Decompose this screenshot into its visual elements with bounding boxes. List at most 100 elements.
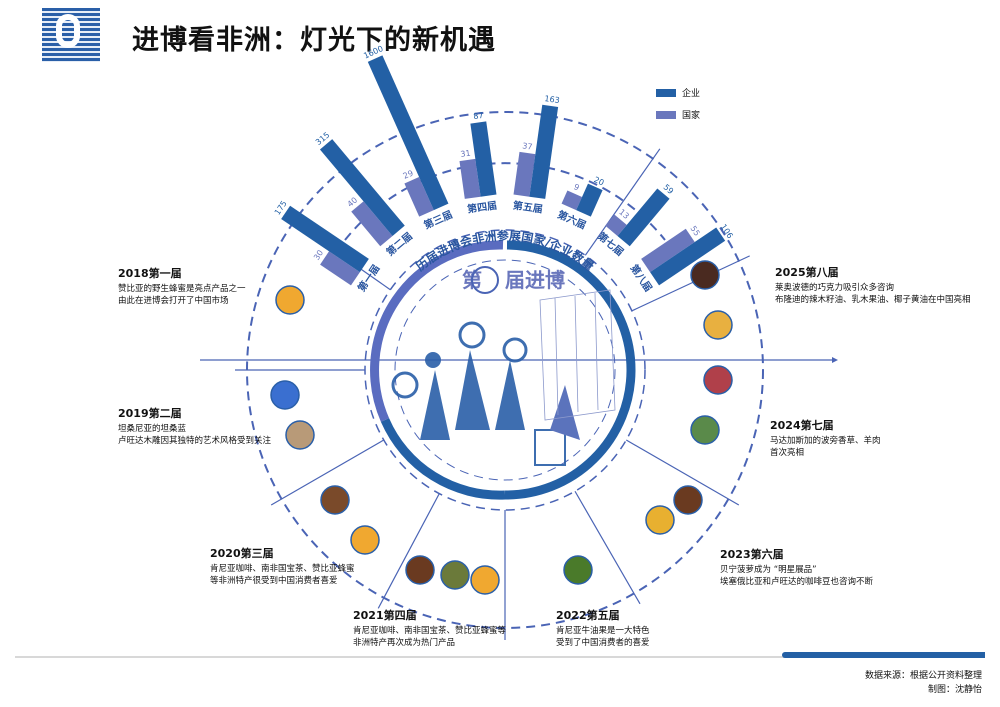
bar-company — [319, 139, 405, 236]
bar-country — [404, 176, 434, 217]
milestone-annotation: 2024第七届马达加斯加的波旁香草、羊肉首次亮相 — [770, 420, 881, 459]
tea-icon — [440, 560, 470, 590]
avocado-icon — [563, 555, 593, 585]
bar-label-country: 55 — [688, 224, 701, 237]
honey-icon — [275, 285, 305, 315]
sector-divider — [574, 490, 641, 605]
chocolate-icon — [690, 260, 720, 290]
bar-country — [605, 214, 627, 236]
honey-icon — [470, 565, 500, 595]
bar-company — [617, 188, 670, 247]
african-figures-illustration — [391, 321, 580, 466]
sector-divider — [631, 255, 750, 312]
data-source: 数据来源：根据公开资料整理 — [864, 671, 982, 681]
legend-company-label: 企业 — [682, 89, 701, 99]
milestone-heading: 2024第七届 — [770, 419, 834, 432]
bar-company — [529, 104, 559, 199]
category-label: 第四届 — [466, 199, 498, 216]
sector-divider — [270, 439, 385, 506]
center-label-right: 届进博 — [505, 268, 565, 292]
bar-country — [641, 228, 695, 273]
milestone-text: 首次亮相 — [770, 448, 805, 458]
pineapple-icon — [645, 505, 675, 535]
sector-divider — [625, 439, 740, 506]
bar-label-company: 20 — [592, 175, 605, 187]
milestone-text: 受到了中国消费者的喜爱 — [556, 638, 650, 648]
milestone-text: 卢旺达木雕因其独特的艺术风格受到关注 — [118, 436, 272, 446]
milestone-text: 马达加斯加的波旁香草、羊肉 — [770, 436, 881, 446]
bar-country — [459, 158, 481, 199]
milestone-text: 莱奥波德的巧克力吸引众多咨询 — [775, 283, 895, 293]
bar-label-country: 29 — [402, 168, 415, 180]
milestone-heading: 2021第四届 — [353, 609, 417, 622]
honey-icon — [350, 525, 380, 555]
building-sketch — [539, 289, 616, 421]
bar-country — [320, 251, 360, 286]
milestone-text: 埃塞俄比亚和卢旺达的咖啡豆也咨询不断 — [720, 577, 874, 587]
legend-country: 国家 — [656, 108, 700, 121]
milestone-heading: 2025第八届 — [775, 266, 839, 279]
sector-divider — [377, 493, 440, 609]
milestone-annotation: 2021第四届肯尼亚咖啡、南非国宝茶、赞比亚蜂蜜等非洲特产再次成为热门产品 — [353, 610, 506, 649]
milestone-text: 肯尼亚牛油果是一大特色 — [556, 626, 650, 636]
bar-company — [650, 227, 726, 286]
inner-arc-left — [370, 240, 504, 422]
milestone-heading: 2018第一届 — [118, 267, 182, 280]
bar-label-country: 31 — [460, 149, 471, 159]
page-title: 进博看非洲：灯光下的新机遇 — [132, 25, 496, 56]
milestone-heading: 2019第二届 — [118, 407, 182, 420]
bar-country — [513, 151, 536, 197]
bar-country — [351, 201, 393, 247]
bar-group: 37 163 第五届 — [512, 94, 560, 216]
bar-label-company: 163 — [544, 94, 560, 105]
legend: 企业 国家 — [656, 86, 700, 130]
milestone-text: 坦桑尼亚的坦桑蓝 — [118, 424, 187, 434]
sector-divider — [584, 148, 661, 256]
category-label: 第五届 — [512, 199, 544, 216]
wood-carving-icon — [285, 420, 315, 450]
bar-company — [576, 183, 603, 217]
bar-label-country: 37 — [522, 141, 533, 151]
milestone-text: 肯尼亚咖啡、南非国宝茶、赞比亚蜂蜜等 — [353, 626, 507, 636]
coffee-icon — [405, 555, 435, 585]
bar-label-country: 9 — [572, 182, 580, 192]
milestone-heading: 2022第五届 — [556, 609, 620, 622]
bar-company — [470, 121, 497, 197]
legend-company: 企业 — [656, 86, 700, 99]
inner-arc-bottom — [380, 418, 506, 500]
milestone-annotation: 2023第六届贝宁菠萝成为 “明星展品” 埃塞俄比亚和卢旺达的咖啡豆也咨询不断 — [720, 549, 873, 588]
milestone-annotation: 2020第三届肯尼亚咖啡、南非国宝茶、赞比亚蜂蜜等非洲特产很受到中国消费者喜爱 — [210, 548, 355, 587]
coffee-icon — [673, 485, 703, 515]
footer-accent — [782, 652, 985, 658]
milestone-heading: 2020第三届 — [210, 547, 274, 560]
bar-label-country: 30 — [312, 248, 325, 261]
bar-country — [561, 190, 583, 211]
bar-company — [367, 55, 449, 211]
milestone-text: 等非洲特产很受到中国消费者喜爱 — [210, 576, 338, 586]
milestone-annotation: 2022第五届肯尼亚牛油果是一大特色受到了中国消费者的喜爱 — [556, 610, 650, 649]
milestone-heading: 2023第六届 — [720, 548, 784, 561]
milestone-text: 非洲特产再次成为热门产品 — [353, 638, 456, 648]
legend-country-label: 国家 — [682, 111, 701, 121]
diamond-icon — [270, 380, 300, 410]
milestone-annotation: 2018第一届赞比亚的野生蜂蜜是亮点产品之一由此在进博会打开了中国市场 — [118, 268, 246, 307]
milestone-text: 由此在进博会打开了中国市场 — [118, 296, 229, 306]
vanilla-icon — [690, 415, 720, 445]
milestone-annotation: 2025第八届莱奥波德的巧克力吸引众多咨询布隆迪的辣木籽油、乳木果油、椰子黄油在… — [775, 267, 971, 306]
oil-icon — [703, 310, 733, 340]
expo-emblem-icon — [471, 266, 499, 294]
inner-arc-right — [504, 240, 636, 500]
chart-author: 制图：沈静怡 — [927, 685, 982, 695]
footer-rule — [15, 656, 985, 658]
milestone-text: 布隆迪的辣木籽油、乳木果油、椰子黄油在中国亮相 — [775, 295, 971, 305]
milestone-text: 贝宁菠萝成为 “明星展品” — [720, 565, 817, 575]
coffee-icon — [320, 485, 350, 515]
milestone-text: 肯尼亚咖啡、南非国宝茶、赞比亚蜂蜜 — [210, 564, 355, 574]
dashed-ring-core — [394, 259, 616, 481]
milestone-annotation: 2019第二届坦桑尼亚的坦桑蓝卢旺达木雕因其独特的艺术风格受到关注 — [118, 408, 271, 447]
milestone-text: 赞比亚的野生蜂蜜是亮点产品之一 — [118, 284, 246, 294]
expo-logo — [42, 8, 100, 62]
